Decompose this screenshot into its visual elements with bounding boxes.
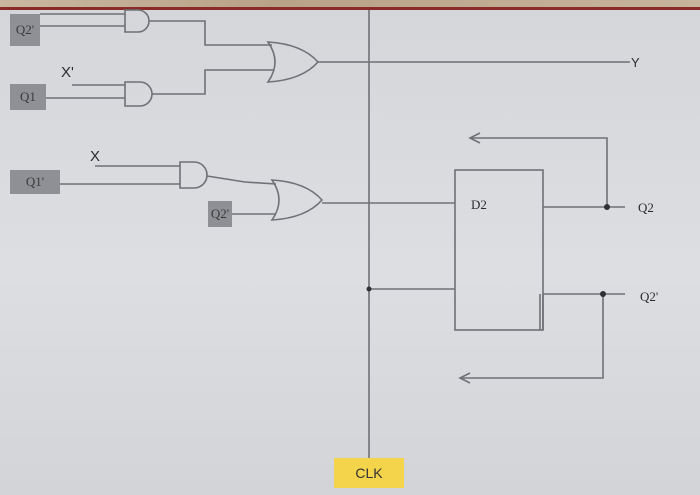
junction-q2bar [600, 291, 606, 297]
feedback-q2bar [462, 294, 604, 379]
feedback-q2 [472, 137, 608, 207]
label-q1-bar: Q1' [10, 170, 60, 194]
junction-q2 [604, 204, 610, 210]
label-x-bar: X' [61, 64, 74, 81]
and-gate-3 [179, 161, 208, 189]
screen-top-edge [0, 0, 700, 10]
label-d2: D2 [471, 197, 487, 212]
label-q2-bar-top: Q2' [10, 14, 40, 46]
label-q1-top: Q1 [10, 84, 46, 110]
label-clk: CLK [334, 458, 404, 488]
and-gate-2 [124, 81, 153, 107]
label-y-output: Y [631, 55, 640, 70]
label-q2-bar-mid: Q2' [208, 201, 232, 227]
label-q2-output: Q2 [638, 200, 654, 215]
label-x-mid: X [90, 148, 101, 165]
wire-and3-to-or2 [206, 175, 277, 185]
or-gate-2 [270, 179, 324, 221]
or-gate-1 [266, 41, 320, 83]
and-gate-1 [124, 9, 150, 33]
junction-clk [366, 286, 372, 292]
wire-and1-to-or1 [149, 20, 272, 46]
d-flipflop [454, 169, 544, 331]
wire-and2-to-or1 [152, 69, 274, 95]
label-q2-bar-output: Q2' [640, 289, 659, 304]
